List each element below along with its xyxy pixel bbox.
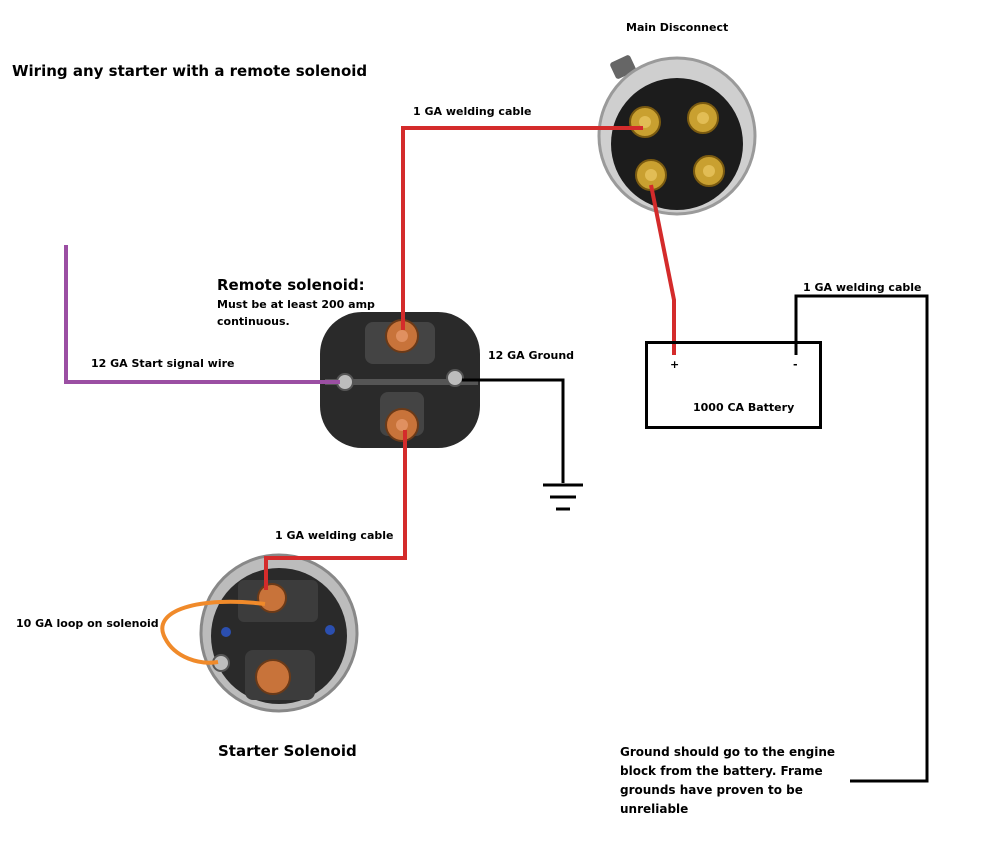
ground-label: 12 GA Ground [488,349,575,362]
battery-positive-label: + [670,358,680,371]
welding-cable-bottom-label: 1 GA welding cable [275,529,394,542]
start-signal-label: 12 GA Start signal wire [91,357,235,370]
red-welding-cables [264,126,676,590]
page-title: Wiring any starter with a remote solenoi… [12,62,368,80]
loop-wire [160,599,266,665]
main-disconnect-label: Main Disconnect [626,21,729,34]
welding-cable-top-label: 1 GA welding cable [413,105,532,118]
start-signal-wire [64,245,340,384]
starter-solenoid-label: Starter Solenoid [218,742,357,760]
battery-negative-label: - [793,358,798,371]
remote-solenoid-note-1: Must be at least 200 amp [217,298,375,311]
battery-label: 1000 CA Battery [693,401,795,414]
battery [645,341,822,429]
welding-cable-right-label: 1 GA welding cable [803,281,922,294]
remote-solenoid-title: Remote solenoid: [217,276,365,294]
starter-solenoid [199,553,359,713]
loop-label: 10 GA loop on solenoid [16,617,159,630]
remote-solenoid-note-2: continuous. [217,315,290,328]
main-disconnect-switch [597,55,757,216]
remote-solenoid [320,312,480,448]
ground-wires [462,294,929,783]
ground-note: Ground should go to the engine block fro… [620,745,836,816]
ground-symbol [543,483,583,511]
